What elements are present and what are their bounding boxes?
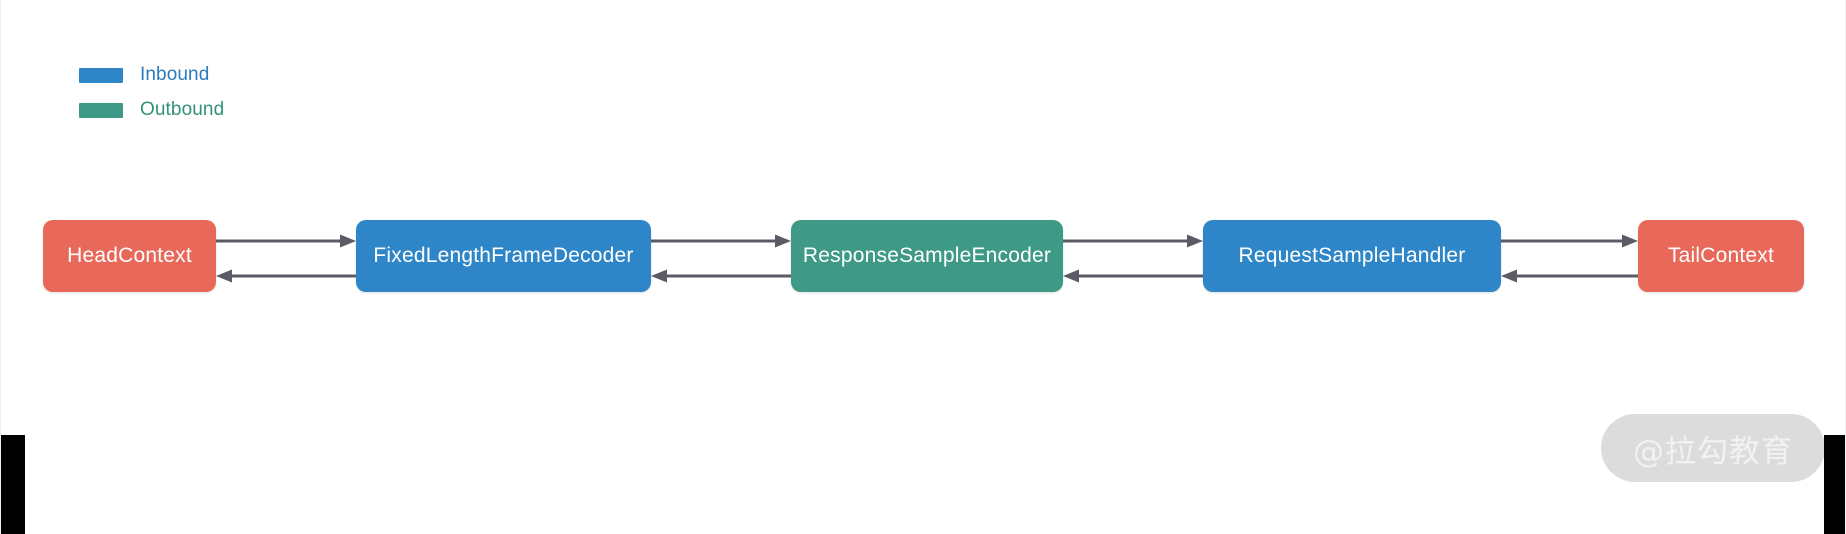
- legend-label-inbound: Inbound: [140, 64, 210, 85]
- black-bar-right: [1824, 435, 1845, 534]
- arrow-handler-to-tail-forward: [1501, 233, 1638, 249]
- pipeline-node-fixed-length-frame-decoder[interactable]: FixedLengthFrameDecoder: [356, 220, 651, 292]
- pipeline-node-tail-context[interactable]: TailContext: [1638, 220, 1804, 292]
- legend: Inbound Outbound: [79, 62, 224, 132]
- pipeline-node-head-context[interactable]: HeadContext: [43, 220, 216, 292]
- watermark-text: @拉勾教育: [1633, 433, 1793, 470]
- pipeline-node-label: TailContext: [1667, 244, 1775, 267]
- pipeline-node-label: HeadContext: [67, 244, 192, 267]
- legend-swatch-outbound: [79, 102, 123, 118]
- legend-item-outbound: Outbound: [79, 97, 224, 123]
- pipeline-node-label: FixedLengthFrameDecoder: [373, 244, 634, 267]
- arrow-decoder-to-head-back: [216, 268, 356, 284]
- pipeline-node-label: ResponseSampleEncoder: [802, 244, 1052, 267]
- legend-item-inbound: Inbound: [79, 62, 224, 88]
- pipeline-node-label: RequestSampleHandler: [1238, 244, 1466, 267]
- pipeline-node-response-sample-encoder[interactable]: ResponseSampleEncoder: [791, 220, 1063, 292]
- black-bar-left: [1, 435, 25, 534]
- legend-label-outbound: Outbound: [140, 99, 225, 120]
- pipeline-node-request-sample-handler[interactable]: RequestSampleHandler: [1203, 220, 1501, 292]
- arrow-decoder-to-encoder-forward: [651, 233, 791, 249]
- arrow-tail-to-handler-back: [1501, 268, 1638, 284]
- arrow-head-to-decoder-forward: [216, 233, 356, 249]
- arrow-encoder-to-handler-forward: [1063, 233, 1203, 249]
- arrow-encoder-to-decoder-back: [651, 268, 791, 284]
- watermark-badge: @拉勾教育: [1601, 414, 1825, 482]
- legend-swatch-inbound: [79, 67, 123, 83]
- arrow-handler-to-encoder-back: [1063, 268, 1203, 284]
